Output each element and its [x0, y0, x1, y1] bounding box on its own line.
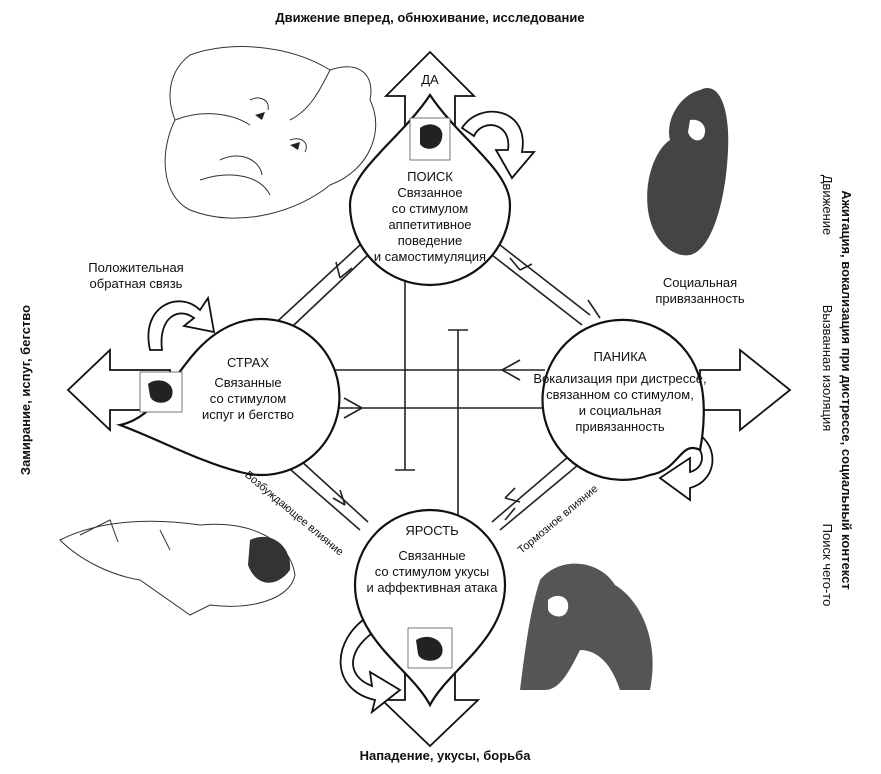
panic-node — [541, 318, 705, 481]
right-label-light-2: Вызванная изоляция — [820, 305, 835, 432]
positive-feedback-line-1: Положительная — [88, 260, 183, 275]
seek-title: ПОИСК — [407, 169, 453, 184]
rage-line-2: со стимулом укусы — [375, 564, 490, 579]
social-attachment-line-2: привязанность — [655, 291, 745, 306]
panic-title: ПАНИКА — [594, 349, 647, 364]
fear-line-1: Связанные — [214, 375, 281, 390]
fear-line-3: испуг и бегство — [202, 407, 294, 422]
fox-illustration — [59, 519, 296, 616]
fear-title: СТРАХ — [227, 355, 269, 370]
right-label-light-1: Движение — [820, 175, 835, 236]
feedback-curl-rage — [339, 613, 402, 715]
rage-line-3: и аффективная атака — [367, 580, 499, 595]
panic-line-2: связанном со стимулом, — [546, 387, 694, 402]
rage-title: ЯРОСТЬ — [405, 523, 458, 538]
arrow-right — [699, 348, 792, 432]
arrow-top-text: ДА — [421, 72, 439, 87]
connection-lines — [257, 244, 601, 531]
social-attachment-line-1: Социальная — [663, 275, 737, 290]
rage-node — [353, 508, 507, 708]
seek-line-3: аппетитивное — [388, 217, 471, 232]
right-label-light-3: Поиск чего-то — [820, 524, 835, 607]
bottom-label: Нападение, укусы, борьба — [360, 748, 532, 763]
seek-node — [348, 93, 512, 287]
positive-feedback-line-2: обратная связь — [90, 276, 183, 291]
cat-illustration — [164, 46, 377, 219]
feedback-curl-seek — [460, 110, 536, 180]
panic-line-4: привязанность — [575, 419, 665, 434]
seek-line-1: Связанное — [397, 185, 462, 200]
brain-section-icon-seek — [409, 117, 451, 161]
seek-line-2: со стимулом — [392, 201, 468, 216]
seek-line-5: и самостимуляция — [374, 249, 486, 264]
monkey-illustration — [520, 563, 653, 690]
fear-line-2: со стимулом — [210, 391, 286, 406]
brain-section-icon-fear — [139, 371, 183, 413]
inhibitory-label: Тормозное влияние — [516, 483, 601, 557]
seek-line-4: поведение — [398, 233, 462, 248]
left-label: Замирание, испуг, бегство — [18, 305, 33, 475]
right-label-bold: Ажитация, вокализация при дистрессе, соц… — [839, 190, 854, 589]
fear-node — [116, 317, 341, 477]
gorilla-illustration — [647, 88, 729, 256]
rage-line-1: Связанные — [398, 548, 465, 563]
panic-line-3: и социальная — [579, 403, 662, 418]
panic-line-1: Вокализация при дистрессе, — [533, 371, 706, 386]
feedback-curl-fear — [147, 295, 216, 351]
brain-section-icon-rage — [407, 627, 453, 669]
top-label: Движение вперед, обнюхивание, исследован… — [275, 10, 584, 25]
